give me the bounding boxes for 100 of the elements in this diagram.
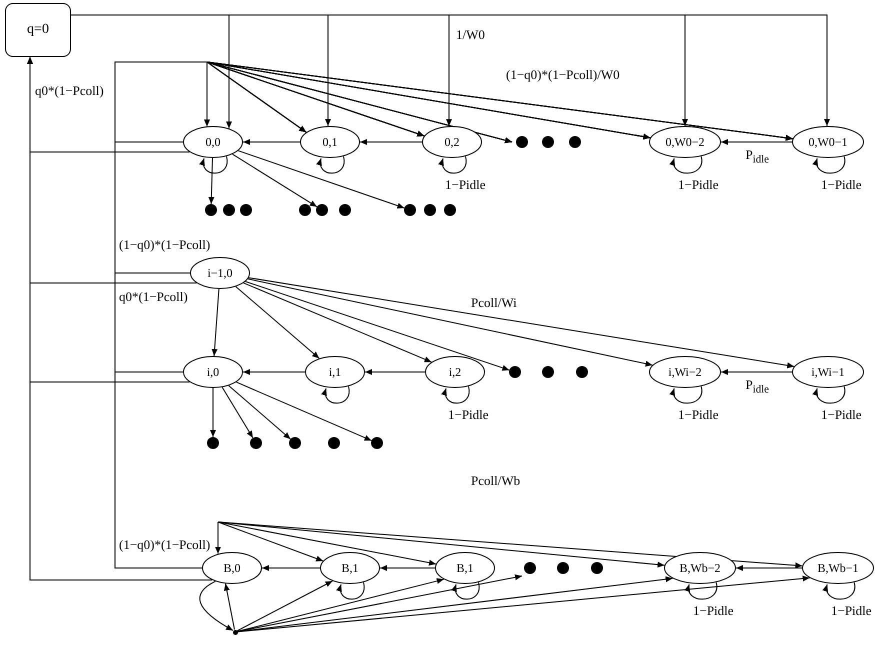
state-ellipse: 0,W0−2 (649, 126, 721, 158)
arrow (316, 156, 345, 174)
arrow (237, 574, 522, 632)
ellipsis-dot (557, 562, 569, 574)
ellipsis-dot (576, 366, 588, 378)
ellipsis-dot (569, 136, 581, 148)
ellipsis-dot (371, 437, 383, 449)
arrow (27, 56, 213, 580)
arrow (218, 522, 436, 566)
arrow (322, 386, 350, 404)
arrow (199, 580, 234, 631)
edge-label: 1−Pidle (444, 178, 487, 192)
arrow (228, 385, 291, 440)
arrow (262, 565, 320, 571)
arrow (438, 156, 467, 174)
arrow (248, 277, 795, 368)
arrow (242, 369, 306, 375)
ellipsis-dot (316, 204, 328, 216)
arrow (235, 286, 320, 359)
arrow (218, 522, 665, 568)
state-ellipse: i,0 (183, 356, 243, 388)
ellipsis-dot (424, 204, 436, 216)
arrow (236, 580, 333, 632)
arrow (210, 388, 216, 438)
state-ellipse: i−1,0 (190, 257, 250, 289)
arrow (670, 156, 702, 174)
arrow (208, 158, 214, 204)
edge-label: q0*(1−Pcoll) (118, 290, 189, 304)
arrow (670, 386, 702, 404)
arrow (215, 522, 221, 554)
ellipsis-dot (328, 437, 340, 449)
arrow (736, 565, 802, 571)
arrow (232, 154, 318, 208)
edge-label: q0*(1−Pcoll) (34, 84, 105, 98)
ellipsis-dot (404, 204, 416, 216)
edge-label: (1−q0)*(1−Pcoll)/W0 (505, 68, 621, 82)
edge-label: 1−Pidle (820, 408, 863, 422)
edge-label: Pcoll/Wi (470, 296, 518, 310)
state-ellipse: 0,1 (300, 126, 360, 158)
state-ellipse: i,2 (425, 356, 485, 388)
arrow (452, 582, 480, 600)
arrow (218, 522, 803, 568)
arrow (236, 382, 372, 442)
arrow (360, 139, 422, 145)
arrow (212, 288, 220, 356)
ellipsis-dot (542, 366, 554, 378)
state-box: q=0 (5, 3, 71, 57)
ellipsis-dot (339, 204, 351, 216)
state-ellipse: B,0 (202, 552, 262, 584)
ellipsis-dot (205, 204, 217, 216)
ellipsis-dot (516, 136, 528, 148)
arrow (813, 386, 846, 404)
state-ellipse: 0,W0−1 (792, 126, 864, 158)
arrow (380, 565, 436, 571)
arrow (242, 139, 300, 145)
ellipsis-dot (240, 204, 252, 216)
arrow (243, 282, 432, 363)
ellipsis-dot (509, 366, 521, 378)
ellipsis-dot (223, 204, 235, 216)
arrow (247, 278, 653, 367)
edge-label: 1−Pidle (677, 178, 720, 192)
state-ellipse: i,Wi−2 (649, 356, 721, 388)
edge-label: (1−q0)*(1−Pcoll) (118, 238, 212, 252)
ellipsis-dot (250, 437, 262, 449)
arrow (237, 576, 810, 632)
edge-label: 1−Pidle (692, 604, 735, 618)
arrow (236, 578, 444, 632)
state-ellipse: B,1 (320, 552, 380, 584)
arrow (823, 582, 856, 600)
edge-label: 1−Pidle (447, 408, 490, 422)
arrow (336, 582, 365, 600)
arrow (364, 369, 426, 375)
edge-label: 1−Pidle (677, 408, 720, 422)
arrow (813, 156, 846, 174)
edge-label: (1−q0)*(1−Pcoll) (118, 538, 212, 552)
arrow (244, 281, 510, 371)
ellipsis-dot (289, 437, 301, 449)
arrow (720, 139, 792, 145)
junction-point (232, 630, 238, 634)
state-ellipse: B,Wb−2 (664, 552, 736, 584)
edge-label: 1−Pidle (830, 604, 873, 618)
arrow (720, 369, 792, 375)
ellipsis-dot (207, 437, 219, 449)
arrow (200, 156, 228, 174)
state-ellipse: i,1 (305, 356, 365, 388)
state-ellipse: B,Wb−1 (802, 552, 874, 584)
arrow (238, 150, 405, 209)
edge-label: 1/W0 (455, 28, 486, 42)
ellipsis-dot (524, 562, 536, 574)
state-ellipse: 0,2 (422, 126, 482, 158)
arrow (222, 386, 254, 438)
arrow (442, 386, 470, 404)
state-ellipse: 0,0 (183, 126, 243, 158)
edge-label: Pcoll/Wb (470, 474, 522, 488)
arrow (218, 522, 324, 562)
arrow (685, 582, 718, 600)
arrow (224, 583, 235, 630)
state-ellipse: B,1 (435, 552, 495, 584)
ellipsis-dot (299, 204, 311, 216)
state-ellipse: i,Wi−1 (792, 356, 864, 388)
